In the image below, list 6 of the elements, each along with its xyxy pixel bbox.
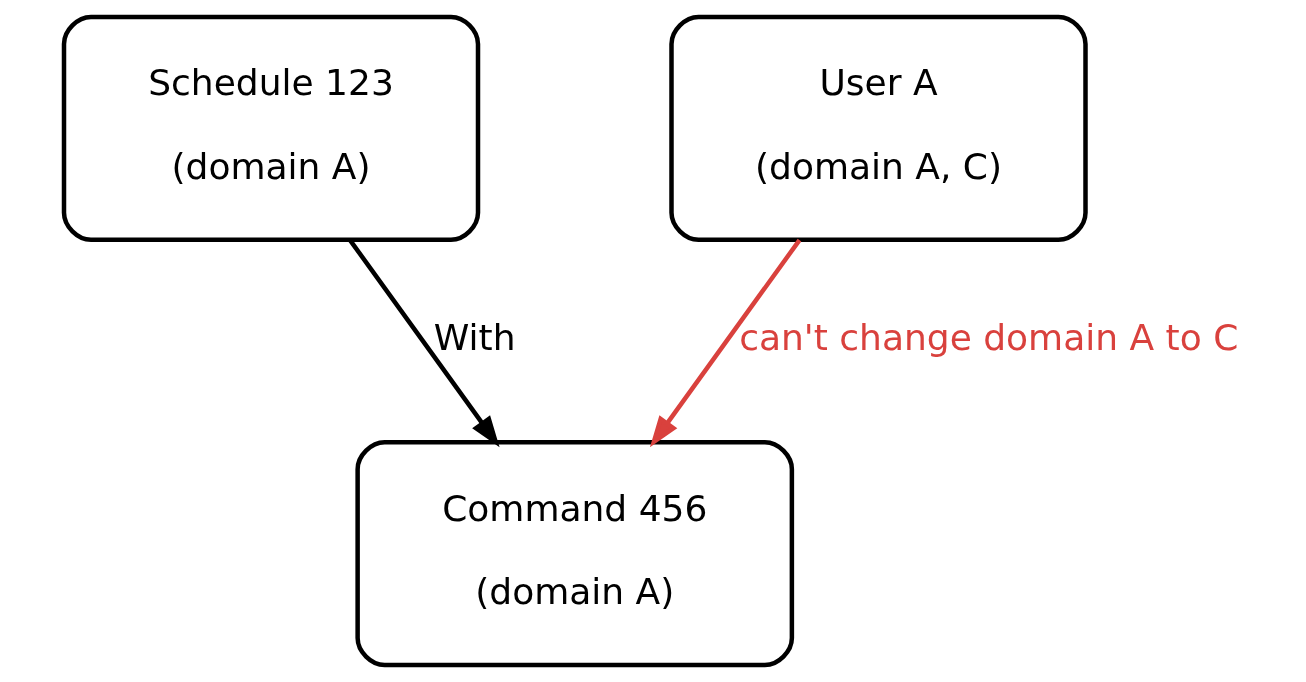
node-box: Schedule 123 (domain A) [61, 14, 480, 242]
arrow [649, 238, 801, 448]
node-box: User A (domain A, C) [668, 14, 1088, 242]
edge-label: can't change domain A to C [738, 316, 1238, 358]
node-box: Command 456 (domain A) [354, 440, 794, 668]
edge-label: With [433, 316, 515, 358]
